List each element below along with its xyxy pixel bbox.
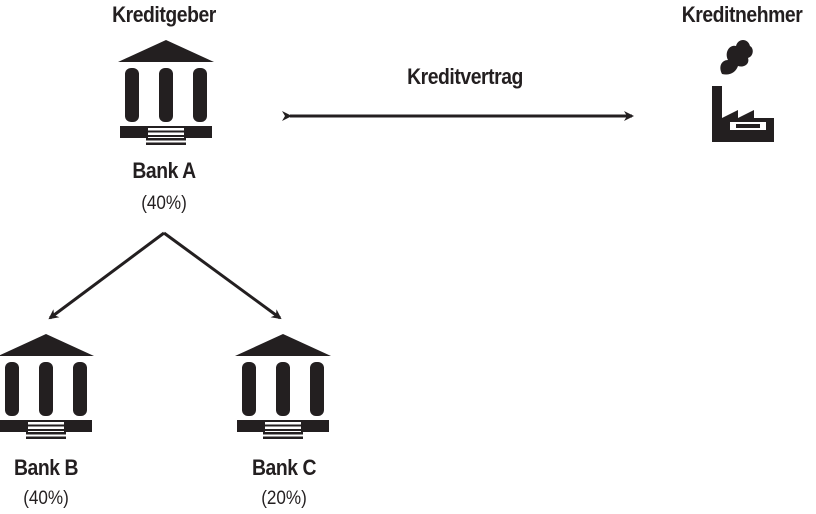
factory-icon: [712, 40, 774, 142]
bank-c-icon: [235, 334, 331, 439]
bank-b-icon: [0, 334, 94, 439]
bank-a-share: (40%): [141, 193, 187, 214]
lender-heading: Kreditgeber: [112, 2, 216, 27]
arrow-to-bank-c: [163, 231, 282, 320]
bank-a-icon: [118, 40, 214, 145]
bank-c-share: (20%): [261, 488, 307, 509]
bank-c-name: Bank C: [251, 455, 317, 480]
bank-a-name: Bank A: [132, 158, 196, 183]
bank-b-share: (40%): [23, 488, 69, 509]
contract-label: Kreditvertrag: [407, 64, 523, 89]
bank-b-name: Bank B: [13, 455, 79, 480]
arrow-to-bank-b: [48, 231, 165, 320]
borrower-heading: Kreditnehmer: [681, 2, 803, 27]
